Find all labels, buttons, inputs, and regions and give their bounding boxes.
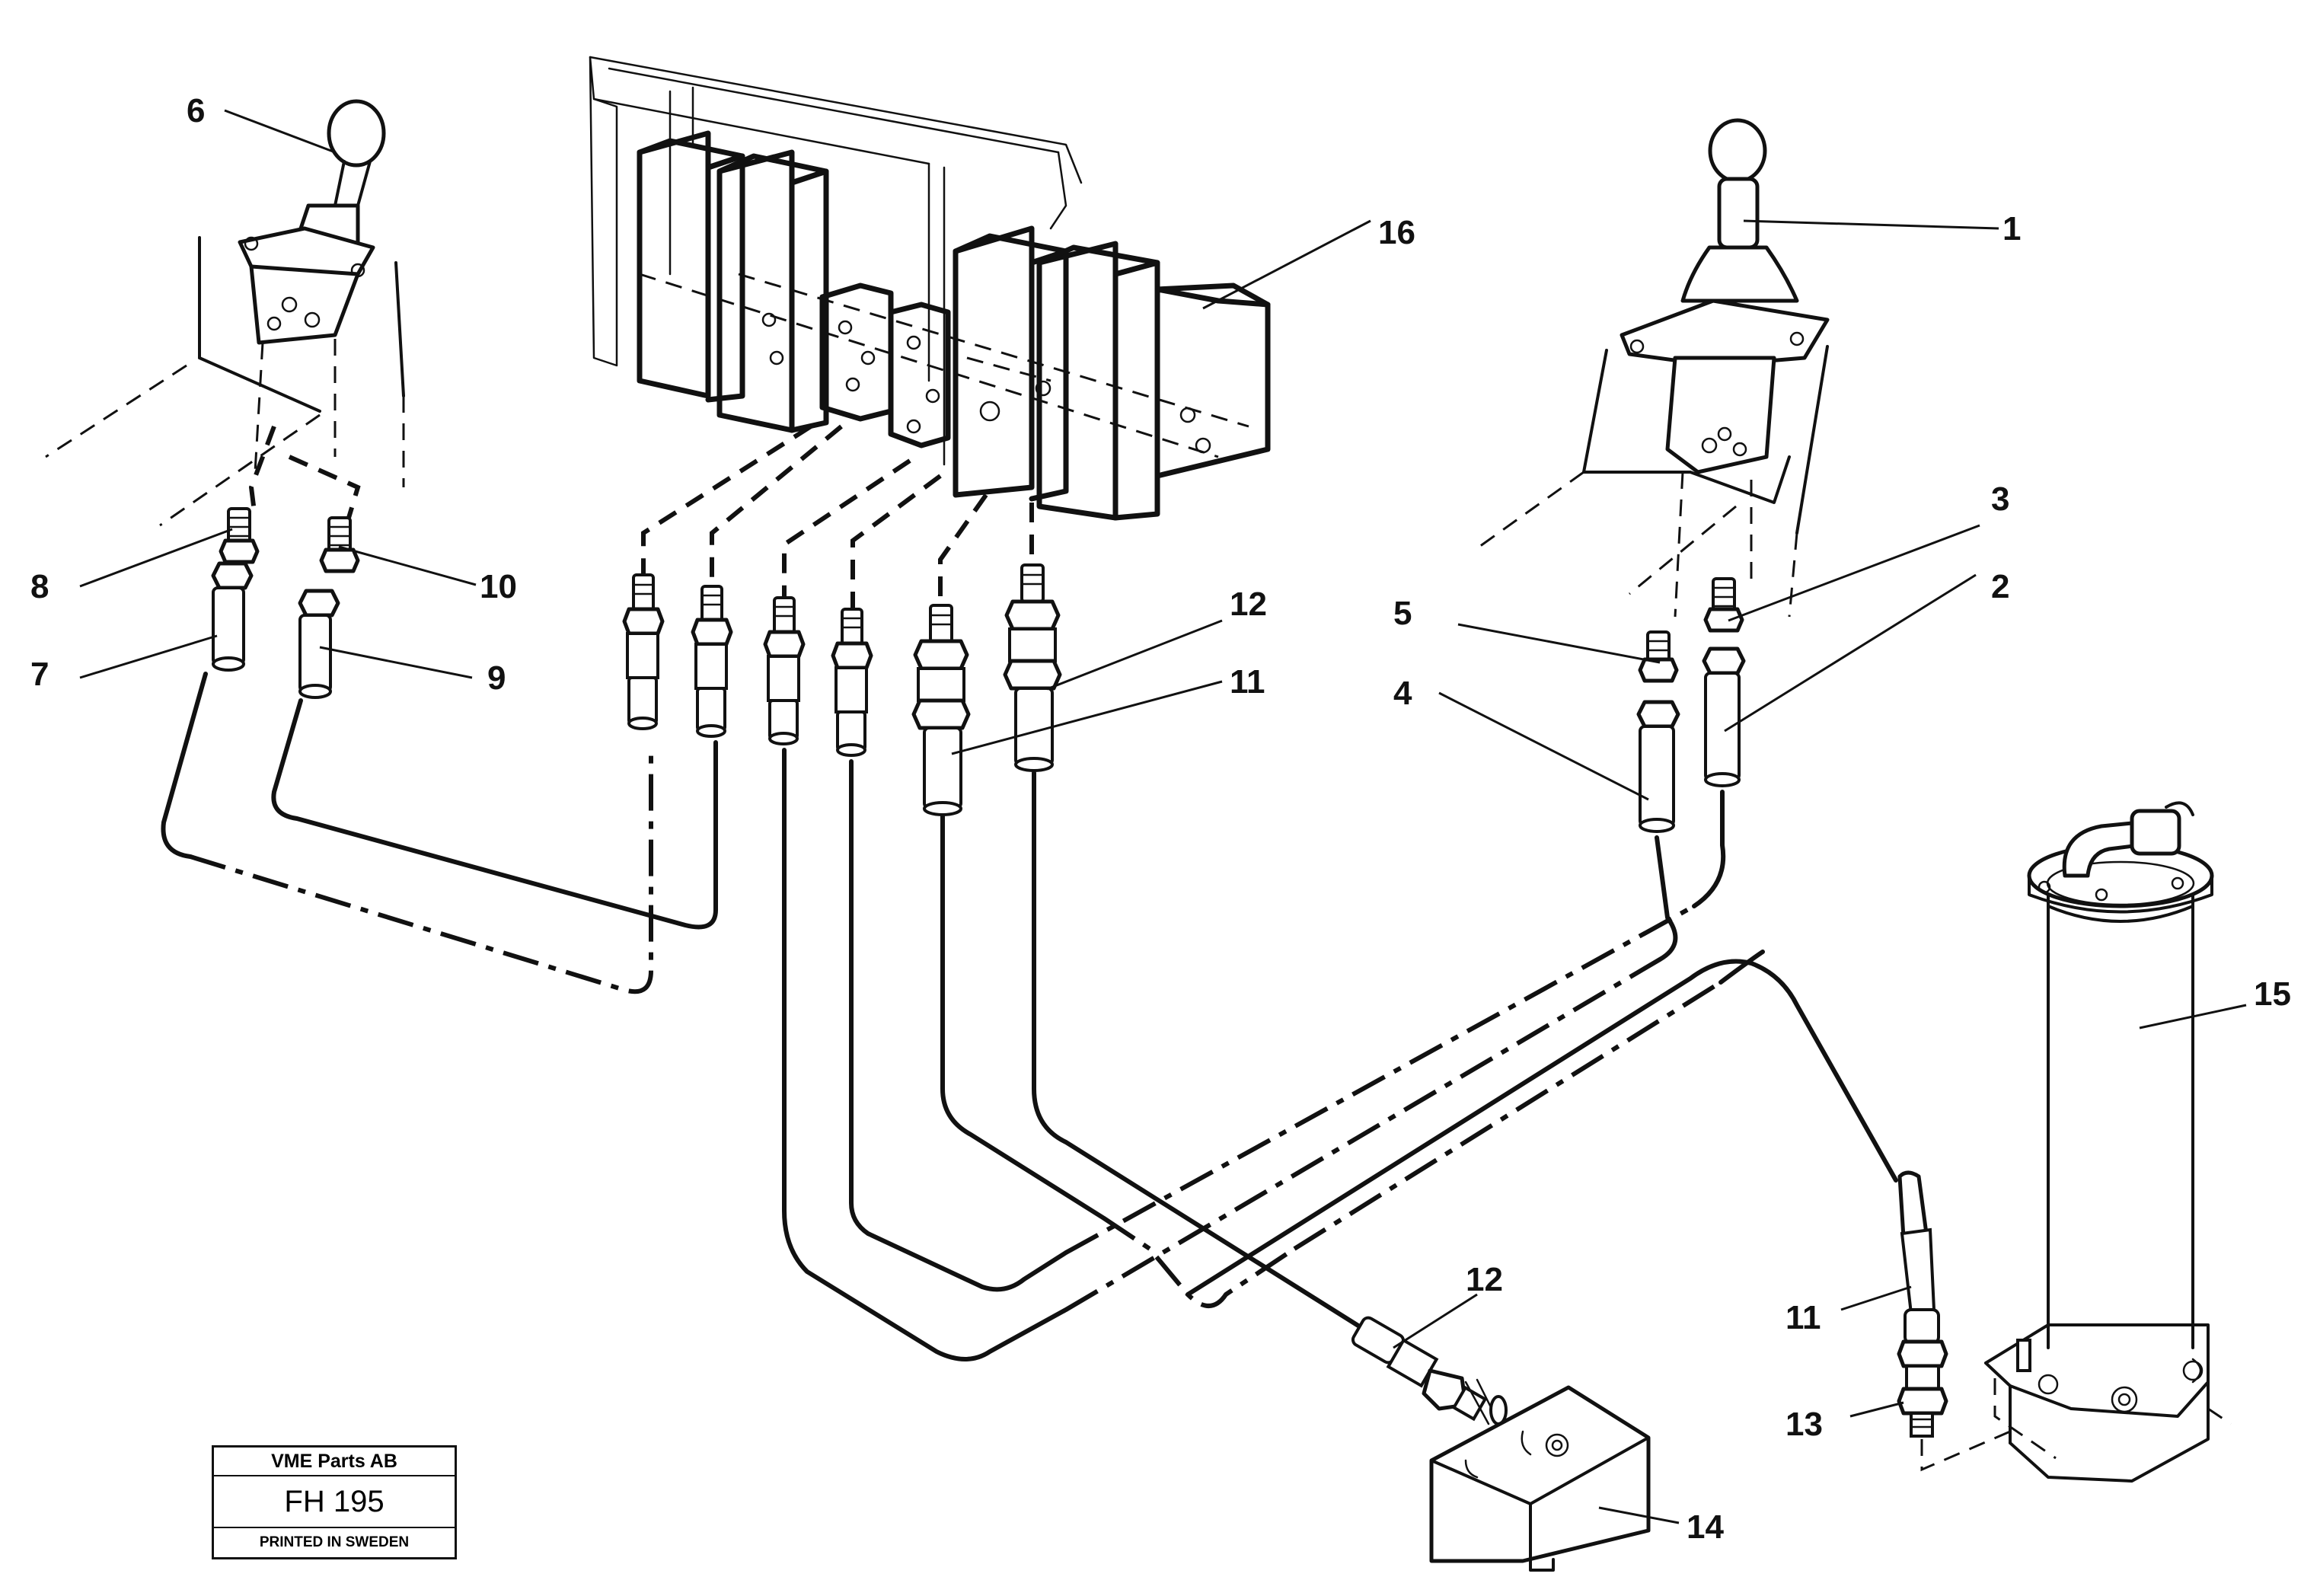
right-hose-2	[1702, 646, 1746, 787]
callout-labels: 6 1 16 3 2 5 4 8 7 10 9 12 11 12 11 13 1…	[30, 92, 2291, 1546]
callout-8: 8	[30, 568, 49, 605]
valve-fitting-a	[622, 573, 665, 730]
tank-15	[1984, 801, 2232, 1483]
left-hose-9	[298, 589, 340, 699]
callout-11-upper: 11	[1230, 663, 1265, 701]
left-hose-7	[211, 561, 254, 672]
valve-fitting-b	[691, 585, 733, 738]
lower-fitting-12	[1351, 1316, 1508, 1425]
leader-lines	[79, 109, 2247, 1524]
callout-1: 1	[2002, 210, 2021, 247]
callout-3: 3	[1991, 480, 2009, 518]
callout-6: 6	[187, 92, 205, 129]
callout-7: 7	[30, 656, 49, 693]
callout-5: 5	[1393, 595, 1412, 632]
right-adapter-3	[1703, 577, 1744, 633]
valve-fitting-12	[1003, 563, 1062, 772]
right-hose-4	[1636, 700, 1680, 833]
callout-13: 13	[1785, 1406, 1823, 1443]
valve-block	[589, 56, 1271, 521]
left-adapter-10	[319, 516, 360, 573]
callout-4: 4	[1393, 675, 1412, 712]
tank-fitting-11	[1897, 1170, 1940, 1345]
valve-fitting-c	[763, 596, 806, 745]
callout-9: 9	[487, 659, 506, 697]
pipe-routing	[161, 672, 1898, 1361]
callout-12-lower: 12	[1466, 1261, 1503, 1298]
left-adapter-8	[219, 507, 260, 564]
callout-12-upper: 12	[1230, 586, 1267, 623]
callout-11-lower: 11	[1785, 1299, 1821, 1336]
right-control-lever	[1476, 118, 1830, 618]
title-block: VME Parts AB FH 195 PRINTED IN SWEDEN	[212, 1445, 457, 1559]
distribution-block-14	[1429, 1385, 1651, 1572]
title-block-code: FH 195	[214, 1476, 455, 1528]
left-control-lever	[45, 99, 405, 527]
callout-15: 15	[2254, 975, 2291, 1013]
callout-10: 10	[480, 568, 517, 605]
valve-fitting-d	[831, 608, 873, 757]
title-block-printed: PRINTED IN SWEDEN	[259, 1534, 410, 1550]
pilot-lines-dashed	[641, 424, 1034, 621]
right-adapter-5	[1638, 630, 1679, 683]
tank-fitting-13	[1897, 1339, 2011, 1472]
title-block-company: VME Parts AB	[214, 1448, 455, 1476]
callout-16: 16	[1378, 214, 1415, 251]
callout-2: 2	[1991, 568, 2009, 605]
callout-14: 14	[1687, 1508, 1724, 1546]
valve-fitting-11	[911, 604, 971, 816]
